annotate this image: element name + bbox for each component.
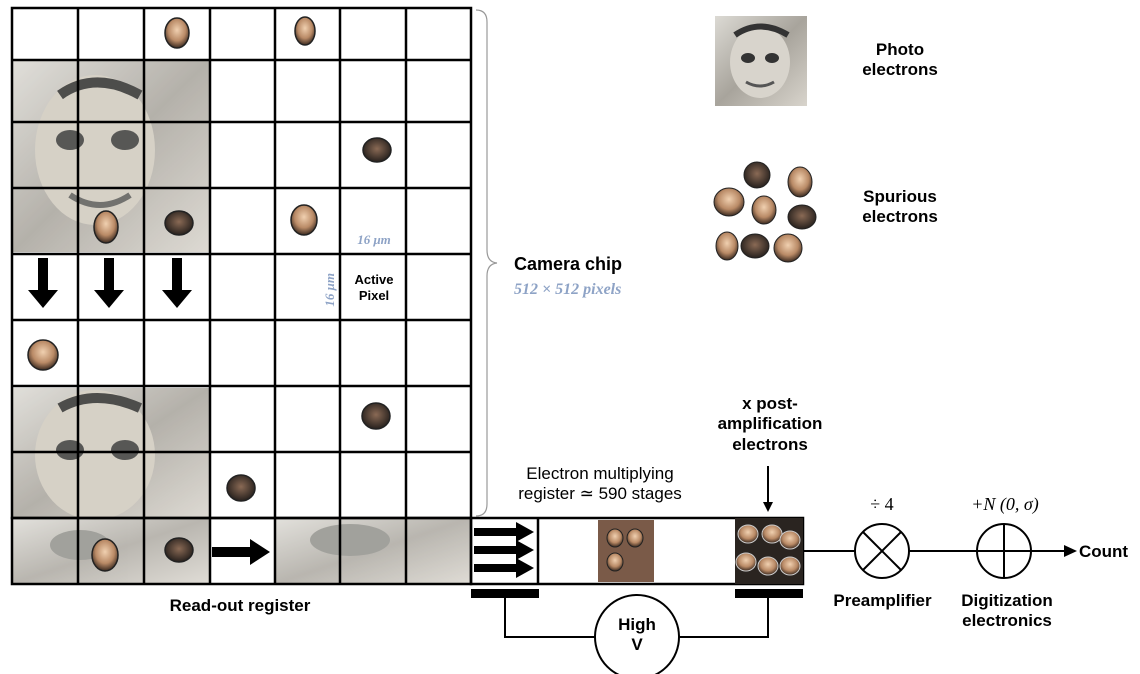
pixel-height-label: 16 μm — [322, 273, 338, 307]
post-amp-arrow — [763, 466, 773, 512]
count-label: Count — [1079, 542, 1129, 561]
spurious-electrons-cluster — [713, 161, 817, 263]
face-small-icon — [164, 210, 194, 236]
pixel-width-label: 16 μm — [357, 232, 391, 247]
high-voltage-circuit — [471, 589, 803, 674]
face-small-icon — [91, 538, 119, 572]
face-small-icon — [226, 474, 256, 502]
face-small-icon — [362, 137, 392, 163]
chip-size-label: 512 × 512 pixels — [514, 281, 622, 298]
noise-label: +N (0, σ) — [971, 494, 1039, 514]
face-small-icon — [164, 537, 194, 563]
face-small-icon — [290, 204, 318, 236]
arrow-down-icon — [28, 258, 192, 308]
circle-cross-icon — [854, 523, 910, 579]
face-small-icon — [93, 210, 119, 244]
face-photo-icon — [715, 16, 807, 106]
spurious-electrons-label: Spurious electrons — [862, 187, 938, 227]
camera-chip-brace — [475, 9, 498, 517]
signal-chain — [803, 523, 1077, 579]
transfer-arrows-icon — [474, 522, 534, 578]
multiplying-register-label: Electron multiplying register ≃ 590 stag… — [518, 464, 682, 504]
post-amplification-label: x post- amplification electrons — [717, 394, 823, 454]
photo-electron-image-bottom — [12, 388, 210, 520]
photo-electrons-label: Photo electrons — [862, 40, 938, 80]
camera-chip-label: Camera chip — [514, 254, 623, 274]
camera-chip-grid — [10, 6, 473, 520]
arrow-right-icon — [212, 539, 270, 565]
preamplifier-label: Preamplifier — [833, 591, 932, 610]
face-small-icon — [294, 16, 316, 46]
face-small-icon — [361, 402, 391, 430]
readout-register-label: Read-out register — [169, 596, 311, 615]
face-small-icon — [164, 17, 190, 49]
active-pixel-label: Active Pixel — [354, 272, 394, 303]
divide-label: ÷ 4 — [870, 494, 894, 514]
circle-plus-icon — [976, 523, 1032, 579]
high-voltage-source — [594, 594, 680, 674]
high-voltage-label: High V — [618, 615, 656, 655]
spurious-electrons-on-chip — [27, 16, 392, 572]
digitization-label: Digitization electronics — [961, 591, 1053, 631]
multiplied-electrons — [606, 524, 801, 576]
face-small-icon — [27, 339, 59, 371]
